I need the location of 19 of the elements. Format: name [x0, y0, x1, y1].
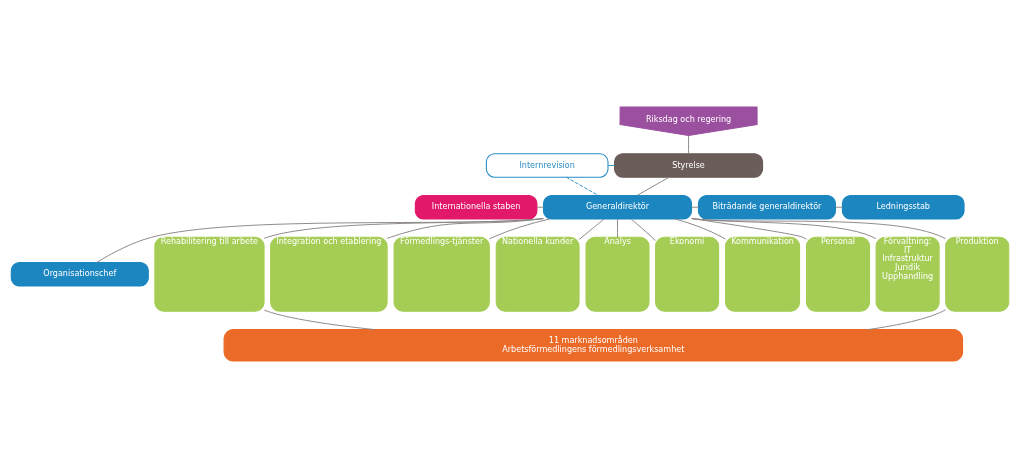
connector — [674, 218, 726, 240]
connector — [636, 176, 670, 196]
connector — [386, 217, 544, 239]
connector — [263, 217, 544, 239]
connector — [691, 217, 877, 239]
connector — [263, 309, 375, 330]
connector — [691, 217, 947, 239]
connector — [536, 206, 544, 208]
connector — [688, 134, 690, 154]
connector — [607, 164, 615, 166]
connector — [488, 217, 551, 239]
connector — [691, 206, 699, 208]
connector — [617, 218, 618, 238]
connector — [867, 308, 947, 330]
connector — [835, 206, 843, 208]
connector — [630, 218, 656, 241]
connector — [96, 217, 544, 263]
connector — [578, 218, 605, 240]
connector — [691, 217, 807, 240]
